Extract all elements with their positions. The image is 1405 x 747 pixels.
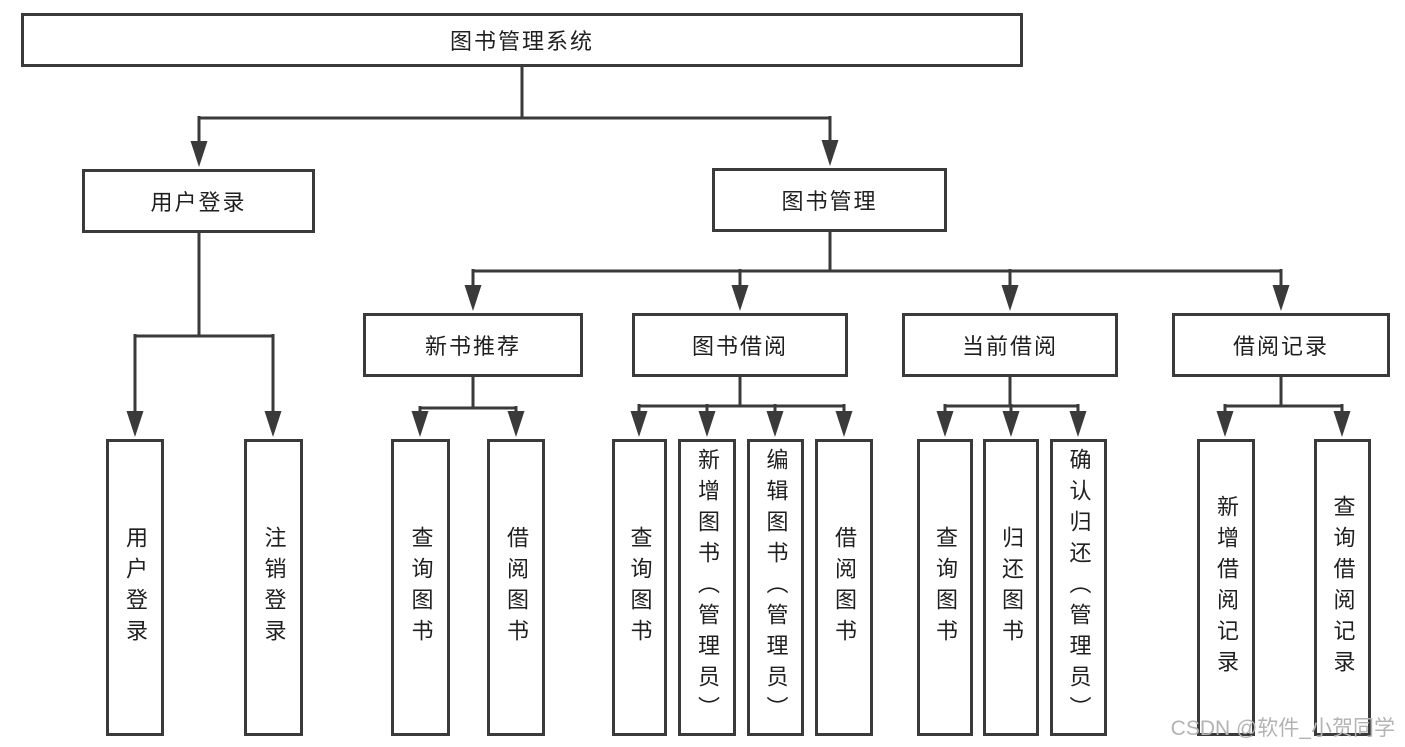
node-current-borrow-label: 当前借阅 [961,334,1058,359]
node-root: 图书管理系统 [21,13,1023,67]
leaf-query-books-2: 查询图书 [612,439,667,736]
node-user-login-label: 用户登录 [150,190,247,215]
node-borrow-records: 借阅记录 [1172,313,1390,377]
node-borrow-records-label: 借阅记录 [1232,334,1329,359]
node-new-book-recommend-label: 新书推荐 [424,334,521,359]
node-book-borrow-label: 图书借阅 [691,334,788,359]
leaf-add-book-label: 新增图书（管理员） [695,448,720,727]
node-new-book-recommend: 新书推荐 [363,313,583,377]
node-current-borrow: 当前借阅 [902,313,1118,377]
leaf-confirm-return: 确认归还（管理员） [1050,439,1107,736]
leaf-edit-book-label: 编辑图书（管理员） [763,448,789,727]
leaf-confirm-return-label: 确认归还（管理员） [1066,448,1092,727]
leaf-query-books-2-label: 查询图书 [627,525,653,650]
leaf-logout-label: 注销登录 [261,525,287,650]
leaf-query-books-1-label: 查询图书 [408,525,434,650]
leaf-return-book: 归还图书 [983,439,1039,736]
leaf-user-login-label: 用户登录 [123,525,148,650]
leaf-query-books-1: 查询图书 [391,439,450,736]
leaf-user-login: 用户登录 [106,439,164,736]
leaf-add-book: 新增图书（管理员） [678,439,736,736]
leaf-borrow-books-2-label: 借阅图书 [832,525,857,650]
leaf-add-borrow-record-label: 新增借阅记录 [1214,494,1239,681]
node-book-borrow: 图书借阅 [632,313,848,377]
leaf-add-borrow-record: 新增借阅记录 [1197,439,1255,736]
watermark: CSDN @软件_小贺同学 [1170,717,1395,740]
leaf-edit-book: 编辑图书（管理员） [747,439,804,736]
leaf-query-books-3: 查询图书 [917,439,973,736]
leaf-logout: 注销登录 [244,439,303,736]
node-book-management-label: 图书管理 [781,189,878,214]
leaf-query-borrow-record: 查询借阅记录 [1314,439,1371,736]
leaf-return-book-label: 归还图书 [999,525,1024,650]
leaf-borrow-books-1: 借阅图书 [487,439,545,736]
node-root-label: 图书管理系统 [449,29,594,54]
node-user-login: 用户登录 [82,169,315,233]
leaf-borrow-books-2: 借阅图书 [815,439,873,736]
leaf-query-borrow-record-label: 查询借阅记录 [1330,494,1356,681]
leaf-borrow-books-1-label: 借阅图书 [504,525,529,650]
leaf-query-books-3-label: 查询图书 [933,525,958,650]
node-book-management: 图书管理 [712,168,947,232]
